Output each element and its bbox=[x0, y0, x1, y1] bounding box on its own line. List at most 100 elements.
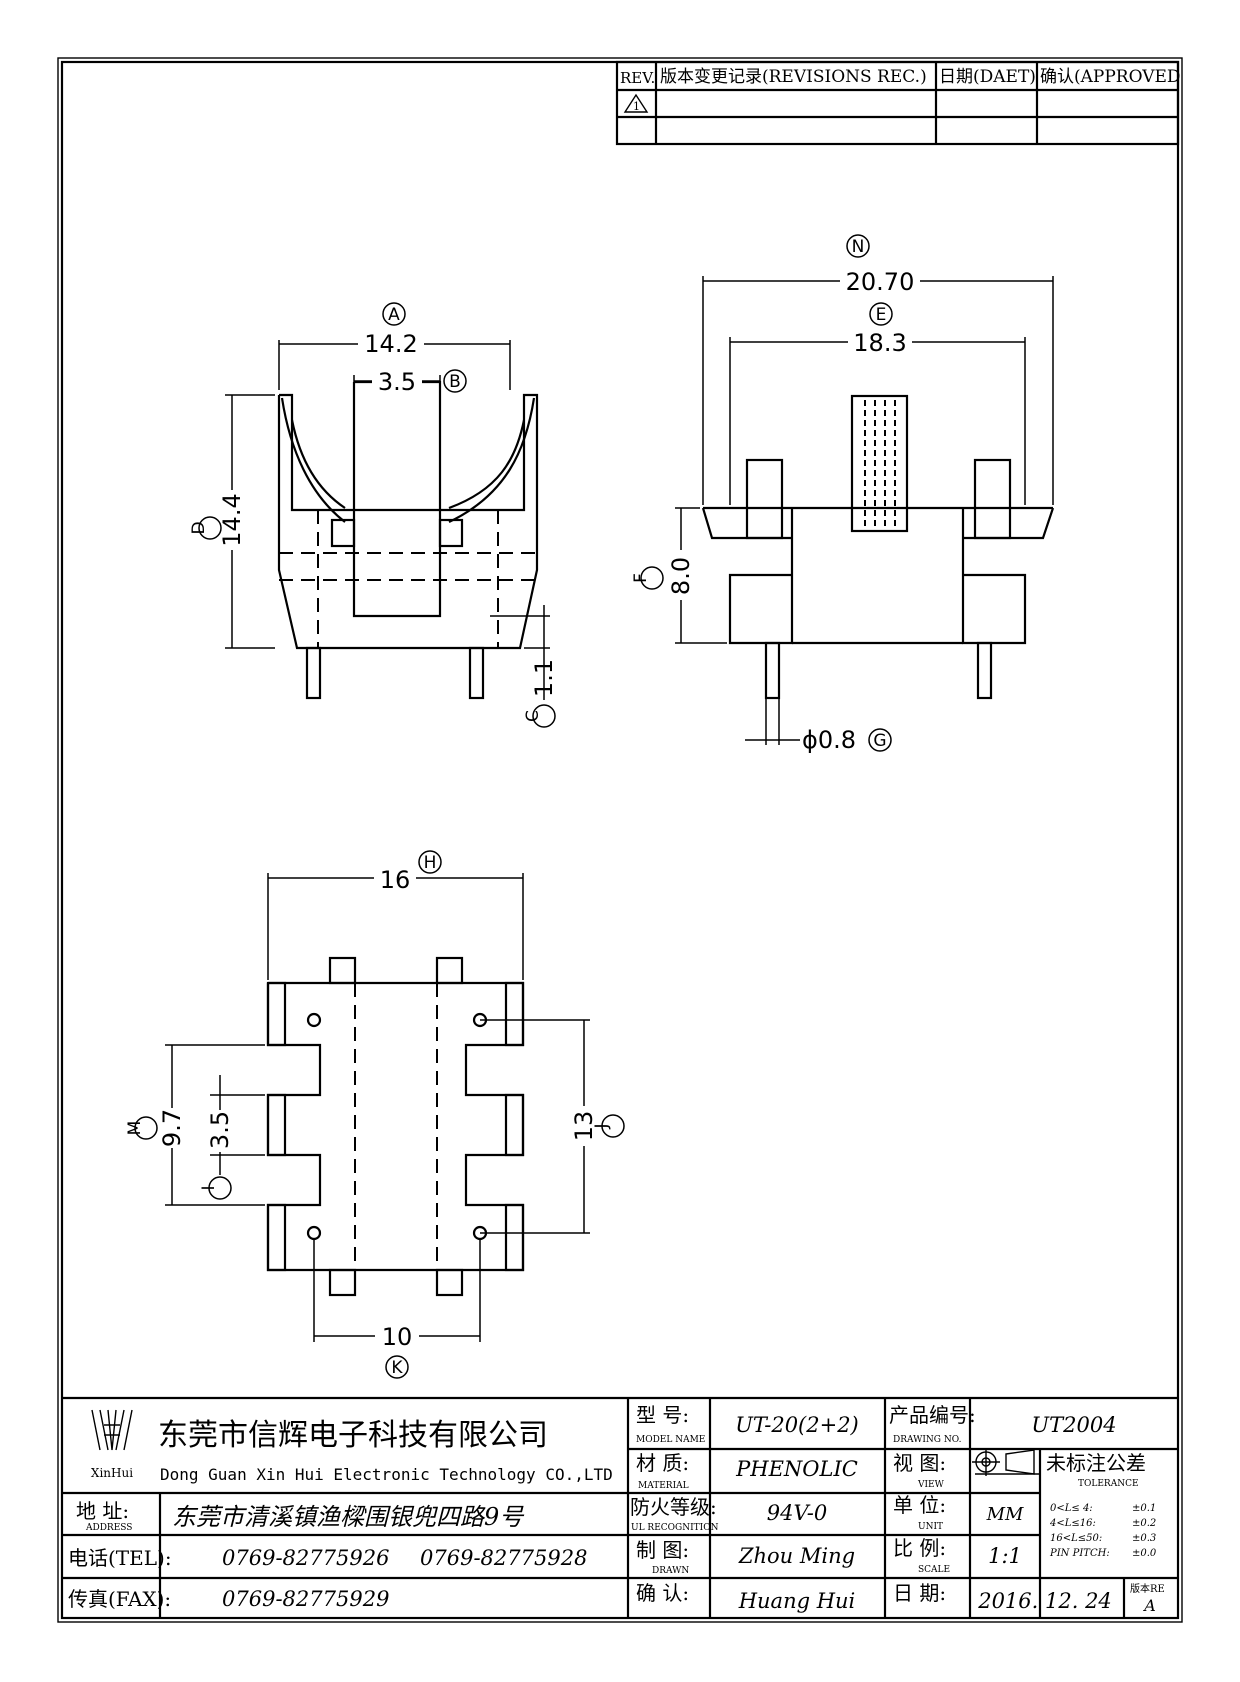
fax-value: 0769-82775929 bbox=[222, 1587, 389, 1611]
dim-c-value: 1.1 bbox=[530, 659, 558, 697]
confirm-value: Huang Hui bbox=[738, 1589, 856, 1613]
logo-text: XinHui bbox=[91, 1466, 133, 1480]
dim-b-letter: B bbox=[449, 372, 461, 392]
company-name-cn: 东莞市信辉电子科技有限公司 bbox=[158, 1418, 548, 1453]
dimension-a: 14.2 A bbox=[278, 302, 511, 390]
view-label: 视 图: bbox=[893, 1451, 946, 1475]
tolerance-value-2: ±0.3 bbox=[1132, 1533, 1156, 1544]
pin-hole bbox=[306, 1225, 322, 1241]
version-label: 版本RE bbox=[1130, 1582, 1165, 1595]
dim-i-value: 3.5 bbox=[206, 1111, 234, 1149]
tolerance-value-0: ±0.1 bbox=[1132, 1503, 1156, 1514]
dimension-d: 14.4 D bbox=[189, 394, 275, 649]
unit-value: MM bbox=[986, 1504, 1024, 1525]
drawing-no-label-en: DRAWING NO. bbox=[893, 1435, 962, 1445]
material-label-en: MATERIAL bbox=[638, 1481, 689, 1491]
unit-label-en: UNIT bbox=[918, 1522, 943, 1532]
unit-label: 单 位: bbox=[893, 1493, 946, 1517]
fax-label: 传真(FAX): bbox=[68, 1587, 171, 1611]
tolerance-value-3: ±0.0 bbox=[1132, 1548, 1157, 1559]
scale-label: 比 例: bbox=[893, 1536, 946, 1560]
dim-m-letter: M bbox=[125, 1121, 145, 1136]
ul-label: 防火等级: bbox=[630, 1495, 717, 1519]
dimension-m: 9.7 M bbox=[125, 1044, 265, 1206]
tolerance-range-0: 0<L≤ 4: bbox=[1050, 1503, 1093, 1514]
dim-b-value: 3.5 bbox=[378, 368, 416, 396]
version-value: A bbox=[1142, 1596, 1156, 1615]
dimension-n: 20.70 N bbox=[702, 234, 1054, 505]
dim-k-letter: K bbox=[391, 1358, 403, 1378]
model-label-en: MODEL NAME bbox=[636, 1435, 705, 1445]
dim-d-value: 14.4 bbox=[218, 493, 246, 546]
ul-value: 94V-0 bbox=[767, 1501, 827, 1525]
company-name-en: Dong Guan Xin Hui Electronic Technology … bbox=[160, 1465, 613, 1484]
title-block: XinHui 东莞市信辉电子科技有限公司 Dong Guan Xin Hui E… bbox=[62, 1396, 1178, 1618]
outer-border bbox=[57, 57, 1183, 1623]
dim-m-value: 9.7 bbox=[158, 1109, 186, 1147]
dimension-k: 10 K bbox=[313, 1240, 481, 1379]
tel-label: 电话(TEL): bbox=[68, 1546, 172, 1570]
revision-triangle-icon bbox=[623, 93, 649, 113]
drawn-label: 制 图: bbox=[636, 1538, 689, 1562]
tel-value-1: 0769-82775926 bbox=[222, 1546, 389, 1570]
revision-table: REV. 版本变更记录(REVISIONS REC.) 日期(DAET) 确认(… bbox=[615, 60, 1181, 146]
front-view bbox=[277, 380, 539, 700]
dim-e-letter: E bbox=[876, 305, 887, 325]
dimension-j: 13 J bbox=[480, 1019, 625, 1234]
drawn-label-en: DRAWN bbox=[652, 1566, 689, 1576]
dim-g-letter: G bbox=[873, 731, 886, 751]
inner-border bbox=[60, 60, 1180, 1620]
dimension-b: 3.5 B bbox=[353, 368, 467, 396]
dim-a-value: 14.2 bbox=[364, 330, 417, 358]
model-label: 型 号: bbox=[636, 1403, 689, 1427]
dim-j-letter: J bbox=[592, 1123, 612, 1129]
side-view bbox=[701, 394, 1055, 700]
dim-j-value: 13 bbox=[570, 1111, 598, 1142]
tolerance-value-1: ±0.2 bbox=[1132, 1518, 1156, 1529]
address-label: 地 址: bbox=[76, 1499, 129, 1523]
date-label: 日 期: bbox=[893, 1581, 946, 1605]
dim-e-value: 18.3 bbox=[853, 329, 906, 357]
model-value: UT-20(2+2) bbox=[735, 1413, 859, 1437]
material-label: 材 质: bbox=[636, 1451, 689, 1475]
dim-g-value: ϕ0.8 bbox=[802, 726, 856, 754]
dim-f-value: 8.0 bbox=[667, 557, 695, 595]
dimension-g: ϕ0.8 G bbox=[745, 698, 892, 754]
dim-i-letter: I bbox=[199, 1185, 219, 1190]
dimension-h: 16 H bbox=[267, 850, 524, 980]
dim-f-letter: F bbox=[631, 573, 651, 583]
dimension-c: 1.1 C bbox=[490, 605, 558, 728]
dim-k-value: 10 bbox=[382, 1323, 413, 1351]
drawing-no-label: 产品编号: bbox=[889, 1403, 976, 1427]
pin-hole bbox=[306, 1012, 322, 1028]
dimension-f: 8.0 F bbox=[631, 507, 727, 644]
record-header: 版本变更记录(REVISIONS REC.) bbox=[660, 67, 927, 87]
address-value: 东莞市清溪镇渔樑围银兜四路9号 bbox=[172, 1503, 525, 1531]
tolerance-title-en: TOLERANCE bbox=[1078, 1479, 1139, 1489]
tel-value-2: 0769-82775928 bbox=[420, 1546, 587, 1570]
dim-c-letter: C bbox=[523, 710, 543, 722]
date-value: 2016. 12. 24 bbox=[977, 1589, 1112, 1613]
tolerance-range-3: PIN PITCH: bbox=[1049, 1548, 1110, 1559]
view-label-en: VIEW bbox=[917, 1480, 945, 1490]
dim-h-value: 16 bbox=[380, 866, 411, 894]
dimension-i: 3.5 I bbox=[199, 1075, 265, 1200]
rev-header: REV. bbox=[620, 69, 655, 87]
dim-h-letter: H bbox=[424, 853, 437, 873]
tolerance-title: 未标注公差 bbox=[1046, 1451, 1146, 1475]
scale-value: 1:1 bbox=[988, 1544, 1022, 1568]
dim-d-letter: D bbox=[189, 521, 209, 534]
date-header: 日期(DAET) bbox=[939, 67, 1036, 87]
approved-header: 确认(APPROVED bbox=[1040, 67, 1181, 87]
projection-symbol-icon bbox=[972, 1448, 1035, 1476]
company-logo: XinHui bbox=[91, 1409, 133, 1480]
drawn-value: Zhou Ming bbox=[738, 1544, 855, 1568]
drawing-no-value: UT2004 bbox=[1031, 1413, 1116, 1437]
dim-n-value: 20.70 bbox=[846, 268, 915, 296]
rev-mark: 1 bbox=[633, 100, 640, 113]
material-value: PHENOLIC bbox=[735, 1457, 858, 1481]
dimension-e: 18.3 E bbox=[729, 302, 1026, 505]
bottom-view bbox=[266, 956, 525, 1297]
confirm-label: 确 认: bbox=[636, 1581, 689, 1605]
